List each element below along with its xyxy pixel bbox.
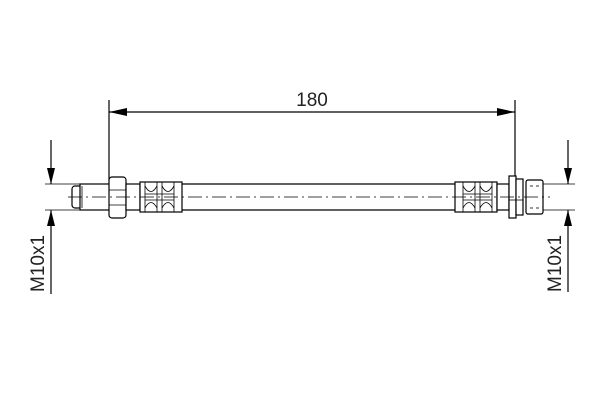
- arrow-up-icon: [564, 210, 572, 226]
- left-thread-dimension: M10x1: [28, 140, 80, 294]
- right-thread-label: M10x1: [545, 235, 566, 292]
- arrow-down-icon: [47, 168, 55, 184]
- length-dimension: 180: [108, 90, 516, 180]
- length-value: 180: [296, 90, 328, 111]
- arrow-down-icon: [564, 168, 572, 184]
- right-thread-dimension: M10x1: [543, 140, 575, 292]
- left-thread-label: M10x1: [28, 235, 49, 292]
- arrow-up-icon: [47, 210, 55, 226]
- hose-body: [182, 183, 455, 211]
- left-fitting: [71, 176, 183, 219]
- arrowhead-left-icon: [109, 108, 127, 116]
- arrowhead-right-icon: [497, 108, 515, 116]
